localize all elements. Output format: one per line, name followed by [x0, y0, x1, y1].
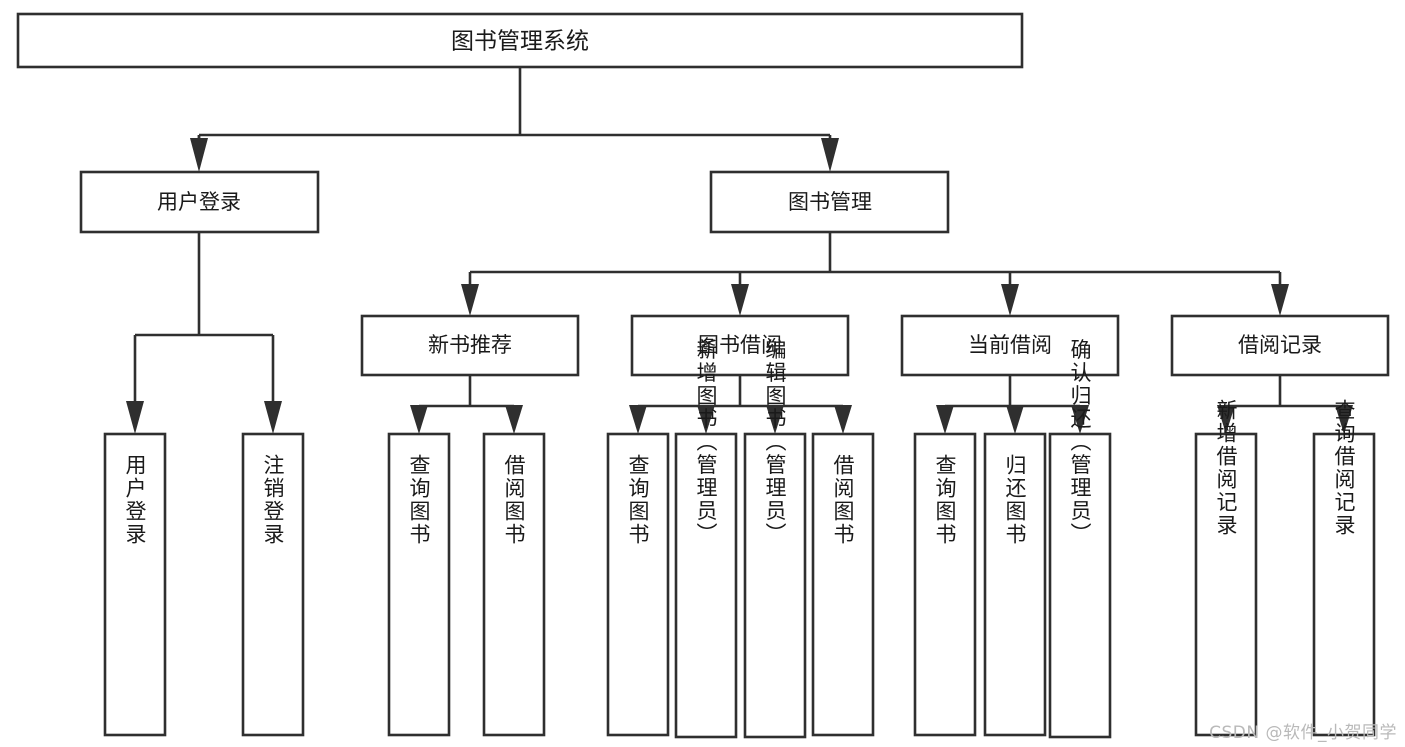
leaf-logout[interactable]: 注销登录: [241, 432, 305, 737]
leaf-nbr-query-book-label: 查询图书: [407, 454, 431, 546]
node-new-book-recommend-box[interactable]: [360, 314, 580, 377]
connector-group-user-login: [126, 232, 282, 434]
leaf-nbr-query-book[interactable]: 查询图书: [387, 432, 451, 737]
leaf-nbr-borrow-book[interactable]: 借阅图书: [482, 432, 546, 737]
leaf-br-query-record-box[interactable]: [1312, 432, 1376, 737]
leaf-bb-add-book-box[interactable]: [674, 432, 738, 739]
leaf-user-login-box[interactable]: [103, 432, 167, 737]
connector-group-book-borrow: [629, 375, 852, 434]
leaf-bb-query-book-label: 查询图书: [626, 454, 650, 546]
node-book-borrow[interactable]: 图书借阅: [630, 314, 850, 377]
arrow-head-nbr-leaf-1: [410, 405, 428, 434]
arrow-head-bb-leaf-2: [697, 405, 715, 434]
leaf-bb-edit-book-box[interactable]: [743, 432, 807, 739]
leaf-cb-confirm-return[interactable]: 确认归还（管理员）: [1048, 339, 1112, 739]
leaf-cb-confirm-return-box[interactable]: [1048, 432, 1112, 739]
leaf-br-query-record-label: 查询借阅记录: [1332, 399, 1356, 537]
arrow-head-leaf-user-login: [126, 401, 144, 434]
leaf-bb-query-book-box[interactable]: [606, 432, 670, 737]
arrow-head-bb-leaf-3: [766, 405, 784, 434]
leaf-bb-borrow-book-label: 借阅图书: [831, 454, 855, 546]
leaf-bb-add-book-label: 新增图书（管理员）: [694, 339, 718, 546]
connector-group-borrow-record: [1217, 375, 1353, 434]
leaf-br-query-record[interactable]: 查询借阅记录: [1312, 399, 1376, 737]
arrow-head-bb-leaf-1: [629, 405, 647, 434]
leaf-user-login[interactable]: 用户登录: [103, 432, 167, 737]
leaf-bb-query-book[interactable]: 查询图书: [606, 432, 670, 737]
node-new-book-recommend[interactable]: 新书推荐: [360, 314, 580, 377]
connector-group-new-book-recommend: [410, 375, 523, 434]
leaf-br-add-record-label: 新增借阅记录: [1214, 399, 1238, 537]
node-book-manage-label: 图书管理: [788, 190, 872, 214]
arrow-head-br-leaf-1: [1217, 405, 1235, 434]
leaf-bb-borrow-book-box[interactable]: [811, 432, 875, 737]
arrow-head-br-leaf-2: [1335, 405, 1353, 434]
leaf-cb-return-book-label: 归还图书: [1003, 454, 1027, 546]
leaf-cb-query-book-box[interactable]: [913, 432, 977, 737]
leaf-br-add-record[interactable]: 新增借阅记录: [1194, 399, 1258, 737]
leaf-nbr-borrow-book-box[interactable]: [482, 432, 546, 737]
node-new-book-recommend-label: 新书推荐: [428, 333, 512, 357]
csdn-watermark: CSDN @软件_小贺同学: [1209, 723, 1397, 743]
node-current-borrow-label: 当前借阅: [968, 333, 1052, 357]
node-current-borrow-box[interactable]: [900, 314, 1120, 377]
leaf-br-add-record-box[interactable]: [1194, 432, 1258, 737]
leaf-bb-edit-book[interactable]: 编辑图书（管理员）: [743, 339, 807, 739]
node-book-manage[interactable]: 图书管理: [709, 170, 950, 234]
node-borrow-record-box[interactable]: [1170, 314, 1390, 377]
node-root[interactable]: 图书管理系统: [16, 12, 1024, 69]
node-borrow-record[interactable]: 借阅记录: [1170, 314, 1390, 377]
node-user-login-label: 用户登录: [157, 190, 241, 214]
leaf-logout-box[interactable]: [241, 432, 305, 737]
node-book-borrow-label: 图书借阅: [698, 333, 782, 357]
leaf-nbr-query-book-box[interactable]: [387, 432, 451, 737]
arrow-head-new-book-recommend: [461, 284, 479, 316]
arrow-head-borrow-record: [1271, 284, 1289, 316]
arrow-head-book-borrow: [731, 284, 749, 316]
leaf-cb-query-book[interactable]: 查询图书: [913, 432, 977, 737]
connector-group-book-manage: [461, 232, 1289, 316]
arrow-head-nbr-leaf-2: [505, 405, 523, 434]
connector-group-root: [190, 67, 839, 172]
leaf-bb-edit-book-label: 编辑图书（管理员）: [763, 339, 787, 546]
arrow-head-book-manage: [821, 138, 839, 172]
arrow-head-leaf-logout: [264, 401, 282, 434]
leaf-nbr-borrow-book-label: 借阅图书: [502, 454, 526, 546]
arrow-head-cb-leaf-2: [1006, 405, 1024, 434]
leaf-bb-add-book[interactable]: 新增图书（管理员）: [674, 339, 738, 739]
node-current-borrow[interactable]: 当前借阅: [900, 314, 1120, 377]
node-book-manage-box[interactable]: [709, 170, 950, 234]
node-borrow-record-label: 借阅记录: [1238, 333, 1322, 357]
node-root-label: 图书管理系统: [451, 29, 589, 55]
node-user-login[interactable]: 用户登录: [79, 170, 320, 234]
arrow-head-bb-leaf-4: [834, 405, 852, 434]
leaf-logout-label: 注销登录: [261, 454, 285, 546]
leaf-cb-return-book-box[interactable]: [983, 432, 1047, 737]
leaf-bb-borrow-book[interactable]: 借阅图书: [811, 432, 875, 737]
arrow-head-cb-leaf-3: [1071, 405, 1089, 434]
leaf-cb-return-book[interactable]: 归还图书: [983, 432, 1047, 737]
leaf-cb-query-book-label: 查询图书: [933, 454, 957, 546]
node-root-box[interactable]: [16, 12, 1024, 69]
leaf-cb-confirm-return-label: 确认归还（管理员）: [1068, 339, 1092, 546]
arrow-head-cb-leaf-1: [936, 405, 954, 434]
leaf-user-login-label: 用户登录: [123, 454, 147, 546]
arrow-head-user-login: [190, 138, 208, 172]
arrow-head-current-borrow: [1001, 284, 1019, 316]
connector-group-current-borrow: [936, 375, 1089, 434]
